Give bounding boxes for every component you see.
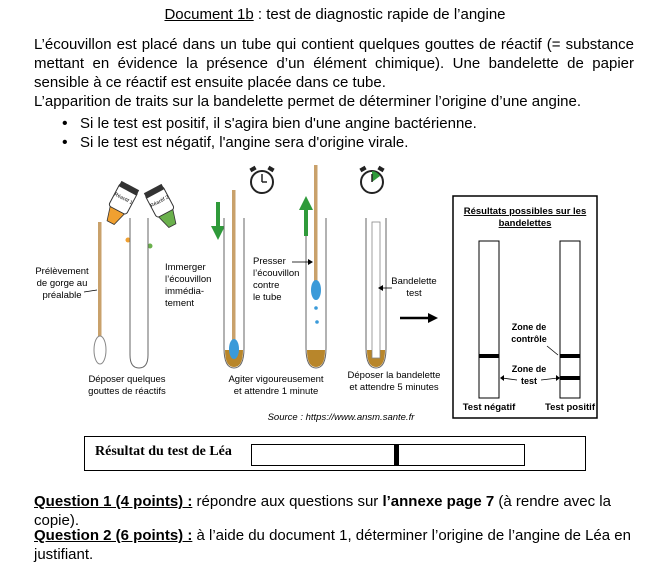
question-1: Question 1 (4 points) : répondre aux que… (34, 492, 644, 530)
reagent-bottle-2-icon: Réactif 2 (143, 183, 177, 229)
immerger-label-3: immédia- (165, 286, 204, 297)
presser-label-2: l’écouvillon (253, 268, 299, 279)
results-title-2: bandelettes (499, 218, 552, 229)
zone-test-label-2: test (521, 376, 537, 386)
immerger-label-1: Immerger (165, 262, 206, 273)
step-deposer-bandelette-1: Déposer la bandelette (348, 370, 441, 381)
results-title-1: Résultats possibles sur les (464, 206, 587, 217)
test-negatif-label: Test négatif (463, 402, 516, 413)
swab-icon (93, 222, 107, 365)
bandelette-label-2: test (406, 288, 422, 299)
question-2-label: Question 2 (6 points) : (34, 527, 193, 544)
step-agiter-1: Agiter vigoureusement (228, 374, 323, 385)
up-arrow-icon (299, 196, 313, 236)
immerger-label-2: l’écouvillon (165, 274, 211, 285)
prelevement-label-1: Prélèvement (35, 266, 89, 277)
bandelette-label-1: Bandelette (391, 276, 436, 287)
tube-3-icon (305, 165, 327, 369)
tube-4-icon (365, 218, 387, 369)
lea-result-box: Résultat du test de Léa (84, 436, 586, 471)
intro-paragraph-2: L’apparition de traits sur la bandelette… (34, 93, 582, 110)
step-agiter-2: et attendre 1 minute (234, 386, 319, 397)
question-1-label: Question 1 (4 points) : (34, 493, 193, 510)
bullet-negative: Si le test est négatif, l'angine sera d'… (62, 133, 477, 152)
tube-2-icon (223, 190, 245, 369)
document-title: Document 1b : test de diagnostic rapide … (0, 6, 670, 23)
presser-label-1: Presser (253, 256, 286, 267)
question-2: Question 2 (6 points) : à l’aide du docu… (34, 526, 644, 564)
presser-label-4: le tube (253, 292, 282, 303)
tube-1-icon (129, 218, 149, 369)
prelevement-label-3: préalable (42, 290, 81, 301)
prelevement-label-2: de gorge au (37, 278, 88, 289)
positive-strip (559, 240, 581, 399)
step-deposer-gouttes-1: Déposer quelques (88, 374, 165, 385)
result-bullets: Si le test est positif, il s'agira bien … (62, 114, 477, 152)
timer-1-minute-icon (249, 165, 275, 194)
step-deposer-gouttes-2: gouttes de réactifs (88, 386, 166, 397)
presser-label-3: contre (253, 280, 279, 291)
zone-test-label-1: Zone de (512, 364, 547, 374)
lea-strip-line (394, 444, 399, 466)
question-1-end: (à rendre avec la copie). (34, 493, 611, 529)
immerger-label-4: tement (165, 298, 194, 309)
step-deposer-bandelette-2: et attendre 5 minutes (349, 382, 438, 393)
right-arrow-icon (400, 313, 438, 323)
test-positif-label: Test positif (545, 402, 596, 413)
question-1-annexe: l’annexe page 7 (382, 493, 495, 510)
negative-strip (478, 240, 500, 399)
question-1-text: répondre aux questions sur (192, 493, 383, 510)
lea-result-label: Résultat du test de Léa (95, 444, 232, 459)
figure-source: Source : https://www.ansm.sante.fr (268, 412, 416, 423)
bullet-positive: Si le test est positif, il s'agira bien … (62, 114, 477, 133)
timer-5-minutes-icon (359, 165, 385, 194)
intro-paragraph-1: L’écouvillon est placé dans un tube qui … (34, 36, 634, 91)
zone-controle-label-2: contrôle (511, 334, 547, 344)
lea-test-strip (251, 444, 525, 466)
document-reference: Document 1b (164, 6, 254, 23)
reagent-bottle-1-icon: Réactif 1 (106, 180, 140, 226)
results-panel: Résultats possibles sur les bandelettes … (452, 195, 598, 419)
zone-controle-label-1: Zone de (512, 322, 547, 332)
document-title-text: : test de diagnostic rapide de l’angine (253, 6, 506, 23)
down-arrow-icon (211, 202, 225, 240)
question-2-text: à l’aide du document 1, déterminer l’ori… (34, 527, 631, 563)
